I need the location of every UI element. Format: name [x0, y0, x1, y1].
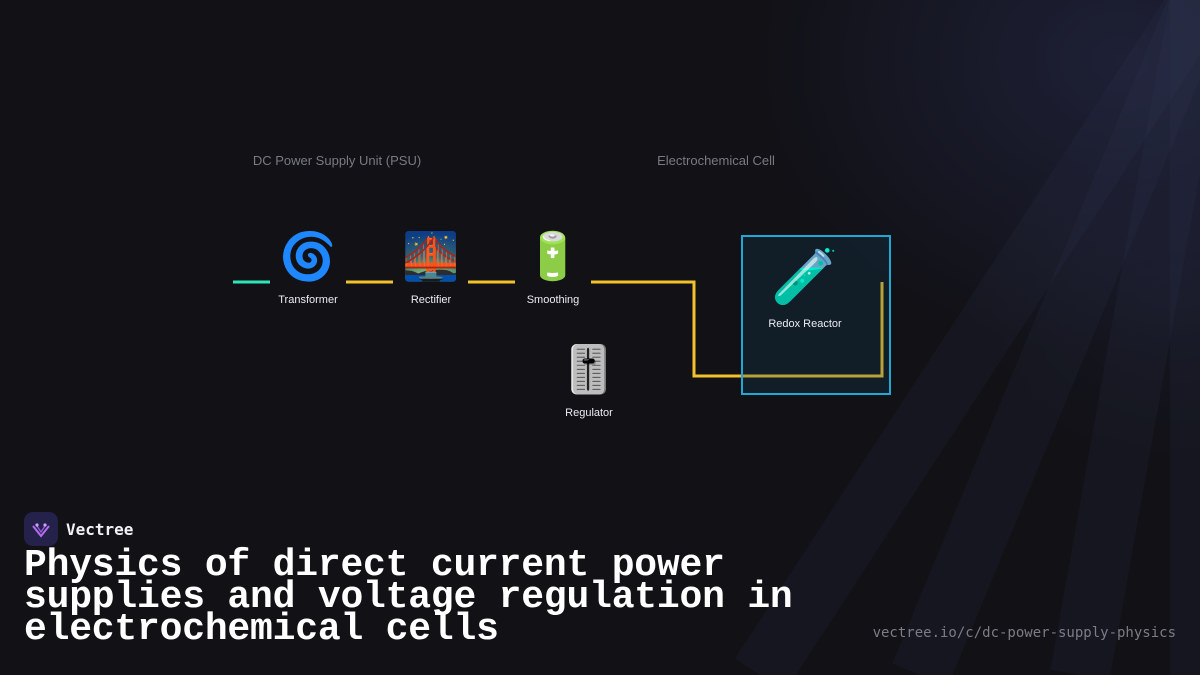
- node-regulator: 🎚️ Regulator: [534, 343, 644, 419]
- page-url[interactable]: vectree.io/c/dc-power-supply-physics: [872, 625, 1176, 641]
- node-label: Transformer: [278, 294, 338, 306]
- node-smoothing: 🔋 Smoothing: [498, 230, 608, 306]
- vectree-logo-icon: [24, 512, 58, 546]
- node-label: Redox Reactor: [768, 318, 842, 330]
- brand-name: Vectree: [66, 519, 134, 539]
- group-label-cell: Electrochemical Cell: [657, 153, 775, 168]
- level-slider-icon: 🎚️: [560, 343, 618, 395]
- node-transformer: 🌀 Transformer: [253, 230, 363, 306]
- node-label: Rectifier: [410, 294, 452, 306]
- group-label-psu: DC Power Supply Unit (PSU): [252, 153, 422, 168]
- test-tube-icon: 🧪: [771, 247, 839, 307]
- page-title: Physics of direct current power supplies…: [24, 544, 793, 651]
- node-label: Regulator: [565, 407, 613, 419]
- electrochemical-cell-box: [741, 235, 891, 395]
- wire-smoothing-reactor: [591, 280, 884, 378]
- node-label: Smoothing: [526, 294, 580, 306]
- transformer-icon: 🌀: [279, 230, 337, 282]
- brand[interactable]: Vectree: [24, 512, 133, 546]
- rectifier-icon: 🌉: [402, 230, 460, 282]
- node-rectifier: 🌉 Rectifier: [376, 230, 486, 306]
- node-redox-reactor: 🧪 Redox Reactor: [740, 246, 870, 330]
- battery-icon: 🔋: [524, 230, 582, 282]
